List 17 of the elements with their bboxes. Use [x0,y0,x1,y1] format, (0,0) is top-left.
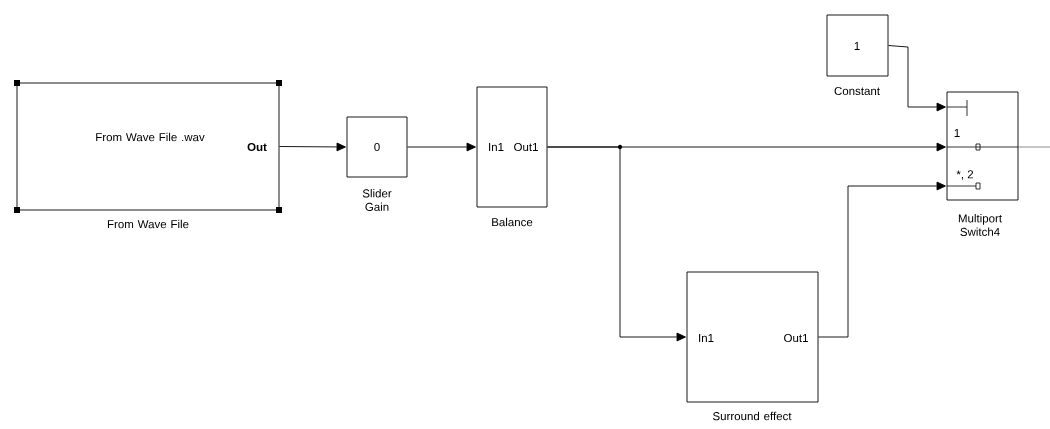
connector-arrow [407,142,476,152]
block-box: 1 *, 2 [946,91,1019,201]
block-caption: Constant [834,86,880,96]
block-box: From Wave File .wav Out [16,82,280,211]
block-box: In1 Out1 [686,271,819,403]
connector-arrow [547,146,686,342]
connector-arrow [279,142,346,152]
block-box: 1 [826,14,889,77]
block-box: In1 Out1 [476,86,548,208]
block-caption: Balance [492,217,533,227]
block-caption: Surround effect [713,411,792,421]
connector-arrow [818,181,946,338]
block-box: 0 [346,116,408,178]
connector-arrow [888,45,946,112]
block-caption: Multiport Switch4 [958,214,1002,236]
block-caption: From Wave File [107,219,189,229]
block-caption: Slider Gain [362,189,392,211]
